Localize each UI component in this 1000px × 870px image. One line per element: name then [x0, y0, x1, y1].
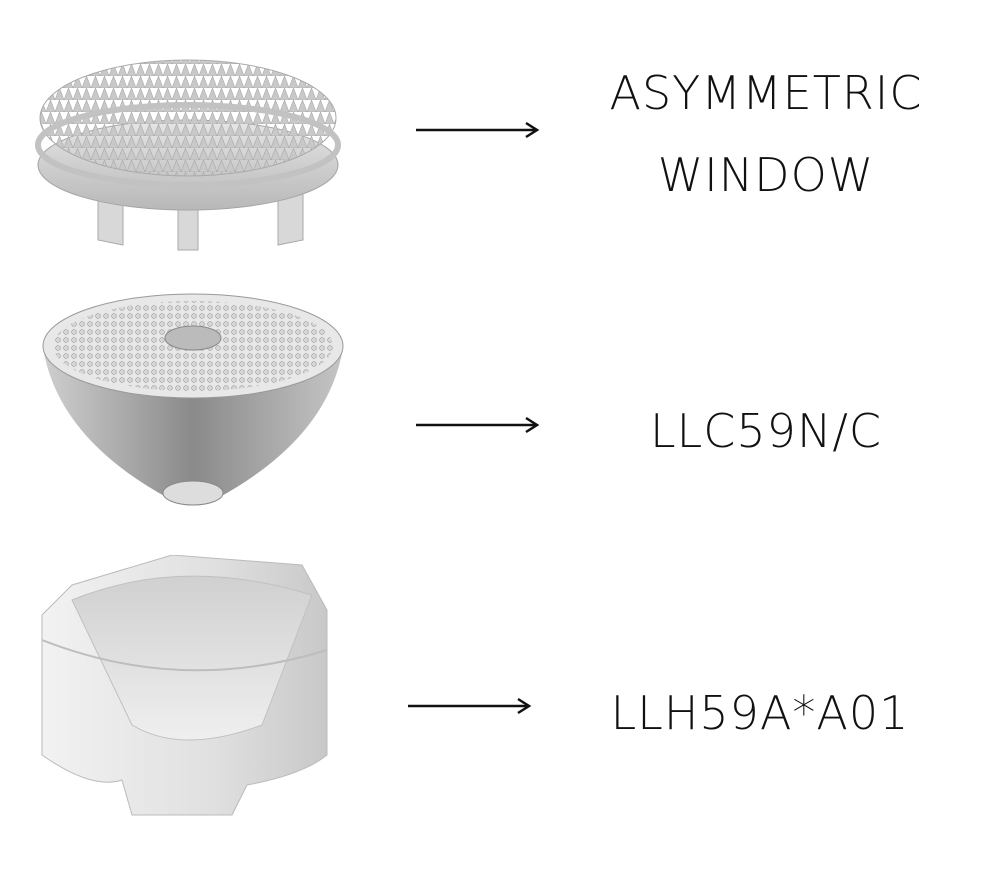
arrow-icon: [416, 416, 540, 434]
llh59-holder-image: [41, 555, 328, 816]
label-line: ASYMMETRIC: [609, 66, 923, 120]
asymmetric-window-image: [35, 59, 341, 251]
label-line: LLH59A*A01: [610, 686, 910, 740]
component-label-asymmetric-window: ASYMMETRIC WINDOW: [560, 52, 972, 216]
component-label-llh59: LLH59A*A01: [554, 672, 966, 754]
arrow-icon: [408, 697, 532, 715]
llc59-cone-image: [42, 293, 344, 506]
label-line: WINDOW: [657, 148, 875, 202]
component-label-llc59: LLC59N/C: [560, 390, 972, 472]
label-line: LLC59N/C: [650, 404, 882, 458]
arrow-icon: [416, 121, 540, 139]
